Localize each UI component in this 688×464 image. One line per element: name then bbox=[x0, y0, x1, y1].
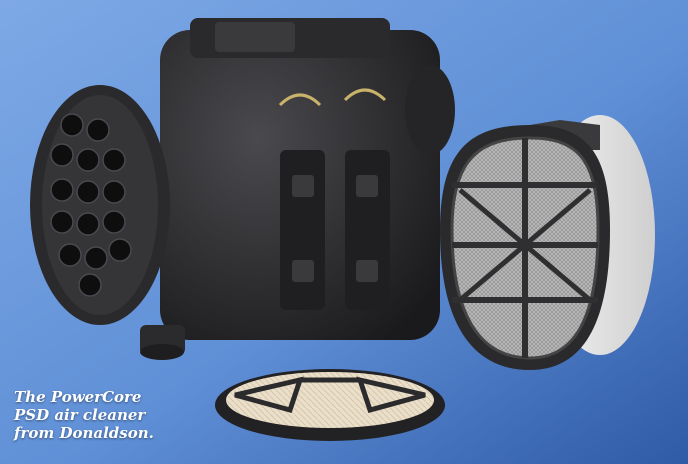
caption-line-3: from Donaldson. bbox=[14, 424, 154, 442]
powercore-filter-element bbox=[440, 115, 655, 370]
precleaner-endcap bbox=[30, 85, 170, 325]
photo-caption: The PowerCore PSD air cleaner from Donal… bbox=[14, 388, 204, 442]
safety-filter-element bbox=[215, 369, 445, 441]
caption-line-1: The PowerCore bbox=[14, 388, 142, 406]
caption-line-2: PSD air cleaner bbox=[14, 406, 146, 424]
air-cleaner-housing bbox=[140, 18, 455, 360]
